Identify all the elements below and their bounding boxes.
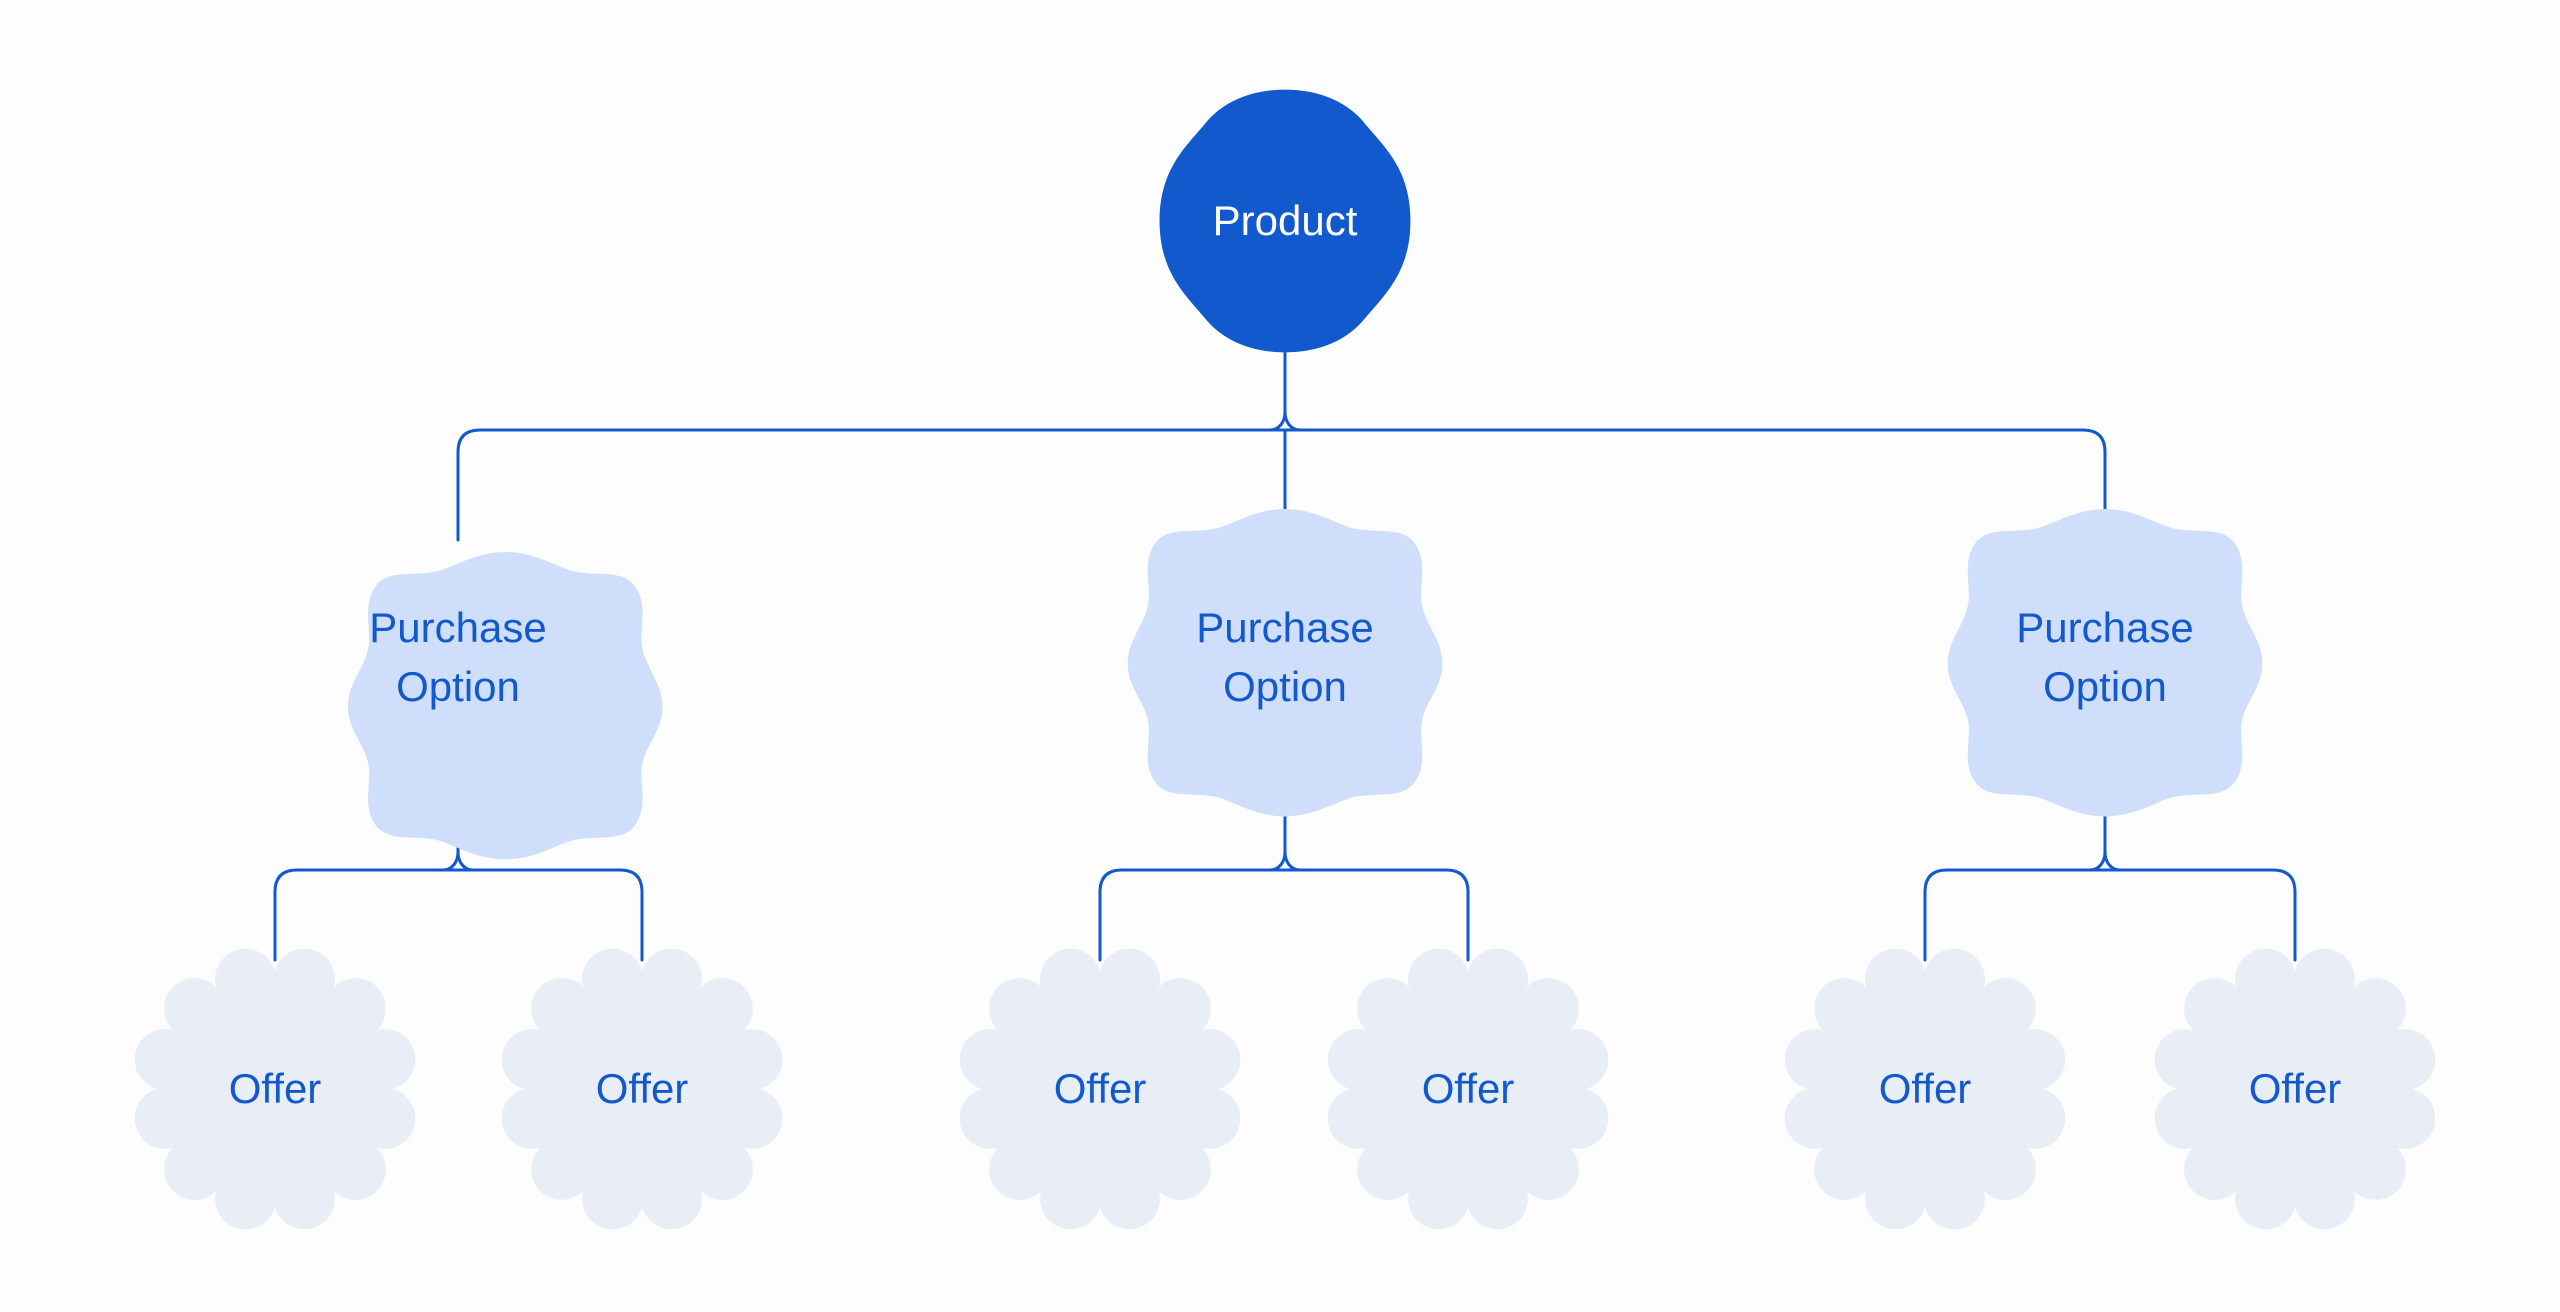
offer-2-label: Offer <box>596 1065 689 1112</box>
offer-1-label: Offer <box>229 1065 322 1112</box>
node-offer-2[interactable]: Offer <box>501 948 783 1230</box>
product-node-label: Product <box>1213 197 1358 244</box>
offer-5-shape <box>1784 948 2066 1230</box>
purchase-option-1-shape <box>347 552 663 860</box>
offer-4-shape <box>1327 948 1609 1230</box>
purchase-option-group: Purchase Option Purchase Option Purchase… <box>347 509 2263 860</box>
offer-4-label: Offer <box>1422 1065 1515 1112</box>
connector-root-junction <box>1268 410 1302 432</box>
connector-junction-po1 <box>441 850 475 872</box>
offer-3-shape <box>959 948 1241 1230</box>
purchase-option-1-label-line1: Purchase <box>369 604 546 651</box>
node-offer-5[interactable]: Offer <box>1784 948 2066 1230</box>
purchase-option-2-label-line1: Purchase <box>1196 604 1373 651</box>
purchase-option-3-label-line2: Option <box>2043 663 2167 710</box>
purchase-option-3-label-line1: Purchase <box>2016 604 2193 651</box>
node-offer-1[interactable]: Offer <box>134 948 416 1230</box>
offer-group: Offer Offer Offer Offer Offer Offer <box>134 948 2436 1230</box>
connector-bus-po2 <box>1098 868 1470 962</box>
offer-6-shape <box>2154 948 2436 1230</box>
node-purchase-option-3[interactable]: Purchase Option <box>1947 509 2263 817</box>
connector-bus-po3 <box>1923 868 2297 962</box>
offer-3-label: Offer <box>1054 1065 1147 1112</box>
connector-junction-po2 <box>1268 850 1302 872</box>
purchase-option-3-shape <box>1947 509 2263 817</box>
offer-5-label: Offer <box>1879 1065 1972 1112</box>
connector-junction-po3 <box>2088 850 2122 872</box>
purchase-option-2-shape <box>1127 509 1443 817</box>
node-purchase-option-1[interactable]: Purchase Option <box>347 552 663 860</box>
purchase-option-2-label-line2: Option <box>1223 663 1347 710</box>
offer-1-shape <box>134 948 416 1230</box>
node-offer-3[interactable]: Offer <box>959 948 1241 1230</box>
connector-bus-level1 <box>456 428 2107 542</box>
offer-6-label: Offer <box>2249 1065 2342 1112</box>
node-offer-6[interactable]: Offer <box>2154 948 2436 1230</box>
purchase-option-1-label-line2: Option <box>396 663 520 710</box>
node-purchase-option-2[interactable]: Purchase Option <box>1127 509 1443 817</box>
node-product[interactable]: Product <box>1159 89 1411 353</box>
connector-bus-po1 <box>273 868 644 962</box>
offer-2-shape <box>501 948 783 1230</box>
node-offer-4[interactable]: Offer <box>1327 948 1609 1230</box>
